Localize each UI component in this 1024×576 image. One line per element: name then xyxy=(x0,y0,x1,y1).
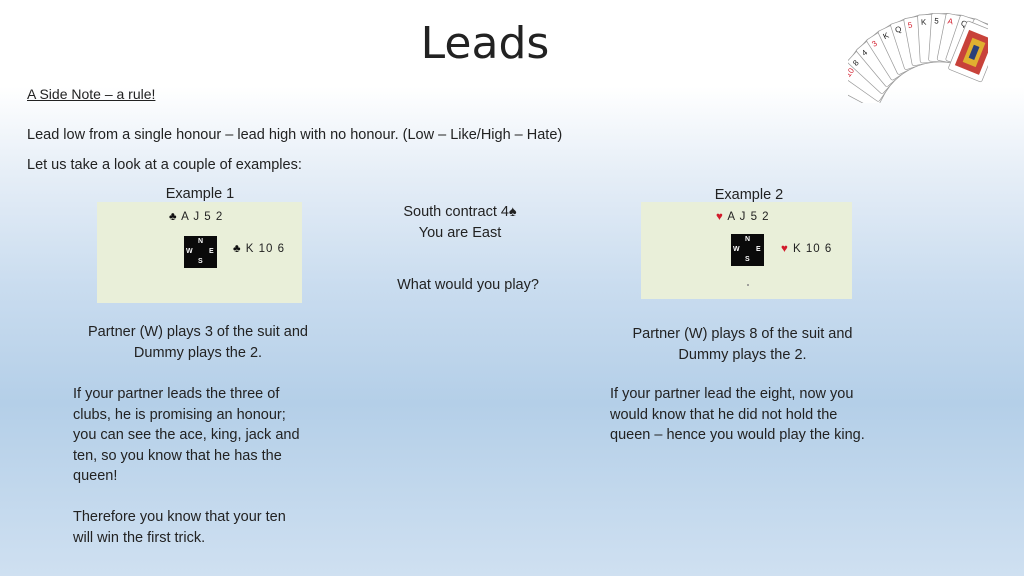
board-dot xyxy=(747,284,749,286)
fan-card-rank: 4 xyxy=(860,48,870,58)
example1-east-hand: ♣ K 10 6 xyxy=(233,243,285,255)
fan-card-rank: 5 xyxy=(907,20,914,30)
contract-text: South contract 4♠ xyxy=(403,204,517,220)
example1-conclusion: Therefore you know that your ten will wi… xyxy=(73,507,323,548)
compass-n: N xyxy=(198,238,204,245)
fan-card-rank: 3 xyxy=(870,39,879,49)
conclusion-line: Therefore you know that your ten xyxy=(73,509,286,525)
explanation-line: would know that he did not hold the xyxy=(610,406,838,423)
compass-e: E xyxy=(756,246,761,253)
explanation-line: If your partner leads the three of xyxy=(73,386,280,402)
example2-north-hand: ♥ A J 5 2 xyxy=(716,211,770,223)
question-text: What would you play? xyxy=(397,277,539,293)
example2-partner-play: Partner (W) plays 8 of the suit and Dumm… xyxy=(632,326,853,363)
explanation-line: clubs, he is promising an honour; xyxy=(73,406,286,423)
rule-text: Lead low from a single honour – lead hig… xyxy=(27,127,563,143)
fan-card-rank: A xyxy=(947,17,955,27)
fan-card-rank: 8 xyxy=(851,58,861,68)
fan-card-rank: K xyxy=(882,30,891,41)
fan-card-rank: 10 xyxy=(848,66,856,79)
example2-east-cards: K 10 6 xyxy=(793,243,833,255)
compass-s: S xyxy=(198,258,203,265)
club-suit-icon: ♣ xyxy=(169,211,178,223)
fan-card-rank: Q xyxy=(894,24,903,34)
compass-n: N xyxy=(745,236,751,243)
fan-card-rank: 5 xyxy=(934,16,940,25)
example2-east-hand: ♥ K 10 6 xyxy=(781,243,832,255)
example1-board: ♣ A J 5 2 N W E S ♣ K 10 6 xyxy=(97,202,302,303)
compass-w: W xyxy=(733,246,740,253)
example2-explanation: If your partner lead the eight, now you … xyxy=(610,384,900,446)
compass-e: E xyxy=(209,248,214,255)
explanation-line: If your partner lead the eight, now you xyxy=(610,386,854,402)
example2-compass: N W E S xyxy=(731,234,764,266)
example1-explanation: If your partner leads the three of clubs… xyxy=(73,384,323,487)
example1-north-cards: A J 5 2 xyxy=(181,211,224,223)
side-note-heading: A Side Note – a rule! xyxy=(27,86,156,102)
explanation-line: queen! xyxy=(73,468,118,484)
compass-w: W xyxy=(186,248,193,255)
slide-title: Leads xyxy=(420,18,550,69)
example1-label: Example 1 xyxy=(165,186,235,202)
fan-card-rank: K xyxy=(921,18,928,27)
examples-intro: Let us take a look at a couple of exampl… xyxy=(27,157,302,173)
example2-label: Example 2 xyxy=(714,187,784,203)
face-card xyxy=(948,20,988,83)
playing-cards-fan-icon: A10843KQ5K5AQK xyxy=(848,12,988,103)
club-suit-icon: ♣ xyxy=(233,243,242,255)
example2-north-cards: A J 5 2 xyxy=(727,211,770,223)
fan-card-rank: Q xyxy=(960,19,969,30)
heart-suit-icon: ♥ xyxy=(716,211,724,223)
explanation-line: you can see the ace, king, jack and xyxy=(73,427,300,443)
example1-east-cards: K 10 6 xyxy=(245,243,285,255)
seat-text: You are East xyxy=(418,225,502,241)
explanation-line: queen – hence you would play the king. xyxy=(610,427,865,443)
example2-board: ♥ A J 5 2 N W E S ♥ K 10 6 xyxy=(641,202,852,299)
heart-suit-icon: ♥ xyxy=(781,243,789,255)
example1-compass: N W E S xyxy=(184,236,217,268)
compass-s: S xyxy=(745,256,750,263)
explanation-line: ten, so you know that he has the xyxy=(73,447,282,464)
conclusion-line: will win the first trick. xyxy=(73,529,206,546)
example1-partner-play: Partner (W) plays 3 of the suit and Dumm… xyxy=(87,324,308,361)
example1-north-hand: ♣ A J 5 2 xyxy=(169,211,223,223)
